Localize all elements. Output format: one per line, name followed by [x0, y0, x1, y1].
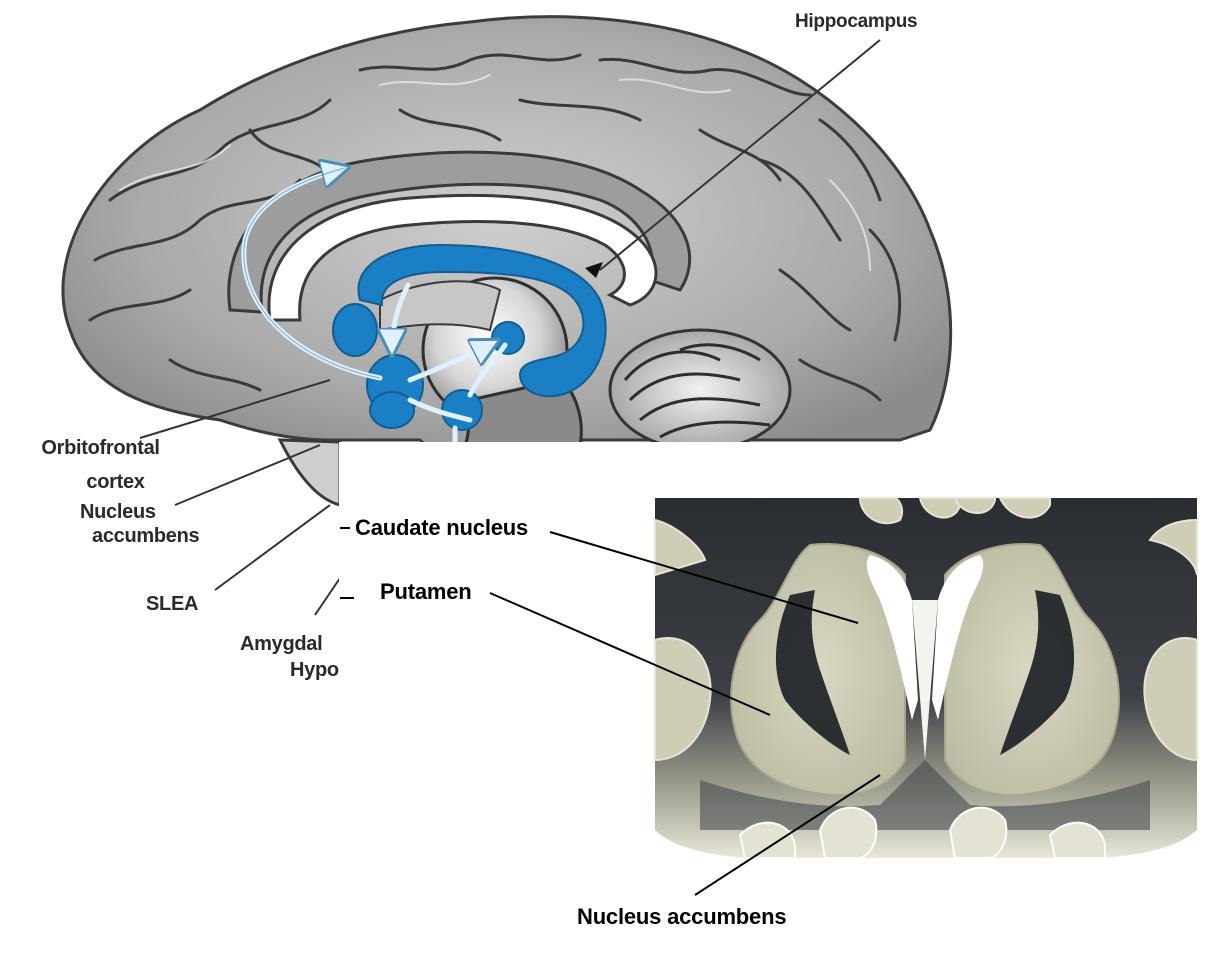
putamen-label: Putamen	[380, 580, 472, 604]
caudate-nucleus-label: Caudate nucleus	[355, 516, 528, 540]
nucleus-accumbens-label: Nucleus accumbens	[577, 905, 786, 929]
